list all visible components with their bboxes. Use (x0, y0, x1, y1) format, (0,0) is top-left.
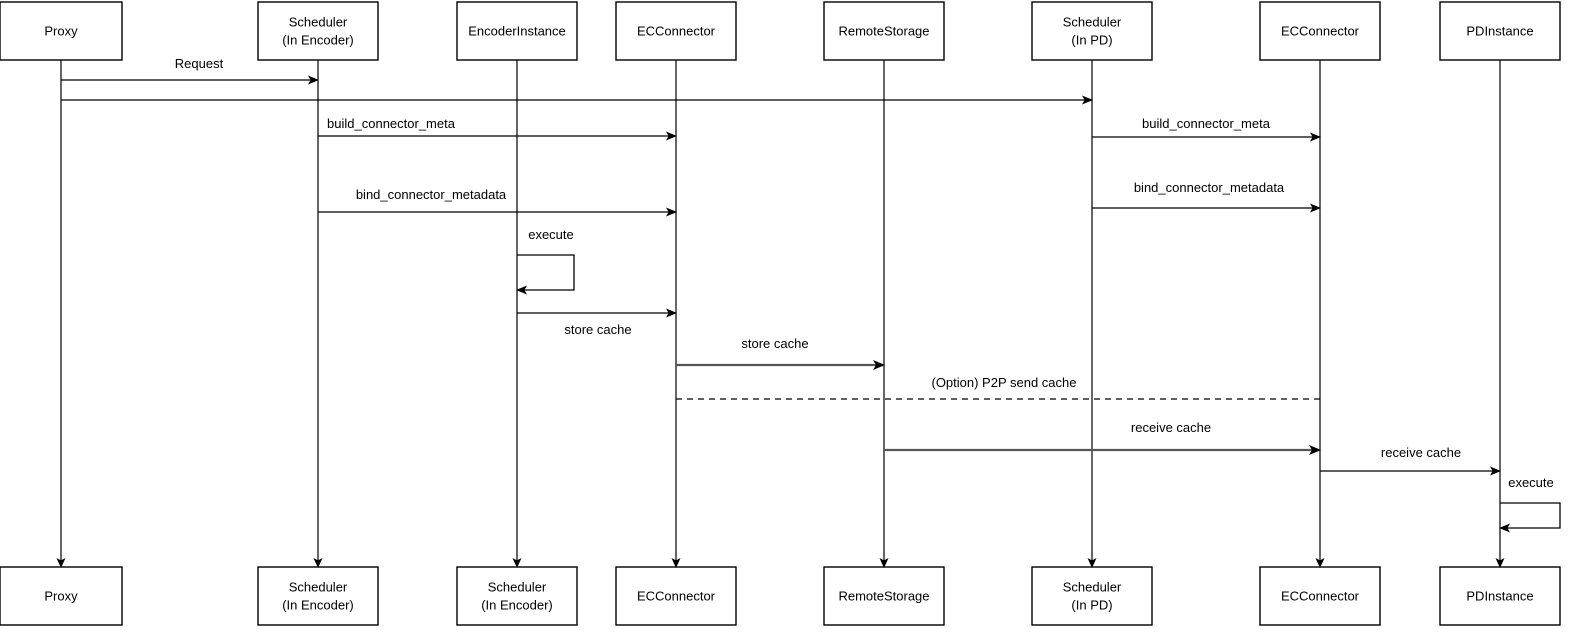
bottom-participant-box-remote[interactable] (823, 566, 945, 626)
top-participant-box-sched_pd[interactable] (1031, 1, 1153, 61)
bottom-participant-label-proxy: Proxy (44, 588, 78, 603)
bottom-participant-sublabel-sched_pd: (In PD) (1071, 597, 1112, 612)
bottom-participant-remote[interactable]: RemoteStorage (823, 566, 945, 626)
bottom-participant-encoder_inst[interactable]: Scheduler (In Encoder) (456, 566, 578, 626)
top-participant-box-ecc_enc[interactable] (615, 1, 737, 61)
bottom-participant-label-encoder_inst: Scheduler (488, 579, 547, 594)
message-label-m9: (Option) P2P send cache (931, 375, 1076, 390)
message-label-m10: receive cache (1131, 420, 1211, 435)
message-label-m8: store cache (741, 336, 808, 351)
bottom-participant-sublabel-sched_enc: (In Encoder) (282, 597, 354, 612)
top-participant-sublabel-sched_enc: (In Encoder) (282, 32, 354, 47)
bottom-participant-label-ecc_pd: ECConnector (1281, 588, 1360, 603)
bottom-participant-proxy[interactable]: Proxy (0, 566, 123, 626)
message-label-m4: build_connector_meta (1142, 116, 1271, 131)
top-participant-box-pd_inst[interactable] (1439, 1, 1561, 61)
self-message-s1 (516, 254, 575, 295)
bottom-participant-label-remote: RemoteStorage (838, 588, 929, 603)
top-participant-sched_enc[interactable]: Scheduler (In Encoder) (257, 1, 379, 61)
top-participant-proxy[interactable]: Proxy (0, 1, 123, 61)
top-participant-ecc_pd[interactable]: ECConnector (1259, 1, 1381, 61)
top-participant-pd_inst[interactable]: PDInstance (1439, 1, 1561, 61)
bottom-participant-ecc_pd[interactable]: ECConnector (1259, 566, 1381, 626)
top-participant-box-ecc_pd[interactable] (1259, 1, 1381, 61)
top-participant-label-remote: RemoteStorage (838, 23, 929, 38)
message-group: Request build_connector_meta build_connect… (61, 56, 1501, 476)
top-participant-sched_pd[interactable]: Scheduler (In PD) (1031, 1, 1153, 61)
top-participant-label-ecc_enc: ECConnector (637, 23, 716, 38)
message-label-m11: receive cache (1381, 445, 1461, 460)
top-participant-label-ecc_pd: ECConnector (1281, 23, 1360, 38)
bottom-participant-ecc_enc[interactable]: ECConnector (615, 566, 737, 626)
bottom-participant-label-pd_inst: PDInstance (1466, 588, 1533, 603)
bottom-participant-box-ecc_pd[interactable] (1259, 566, 1381, 626)
self-message-label-s1: execute (528, 227, 574, 242)
message-label-m3: build_connector_meta (327, 116, 456, 131)
top-participant-remote[interactable]: RemoteStorage (823, 1, 945, 61)
bottom-participant-label-ecc_enc: ECConnector (637, 588, 716, 603)
top-participant-label-pd_inst: PDInstance (1466, 23, 1533, 38)
message-label-m7: store cache (564, 322, 631, 337)
message-label-m1: Request (175, 56, 224, 71)
self-message-label-s2: execute (1508, 475, 1554, 490)
top-participant-box-sched_enc[interactable] (257, 1, 379, 61)
top-participant-label-sched_pd: Scheduler (1063, 14, 1122, 29)
bottom-participant-sched_enc[interactable]: Scheduler (In Encoder) (257, 566, 379, 626)
top-participant-ecc_enc[interactable]: ECConnector (615, 1, 737, 61)
bottom-participant-box-pd_inst[interactable] (1439, 566, 1561, 626)
top-participant-box-encoder_inst[interactable] (456, 1, 578, 61)
self-message-group: execute execute (516, 227, 1561, 533)
bottom-participant-box-sched_pd[interactable] (1031, 566, 1153, 626)
top-participant-boxes: Proxy Scheduler (In Encoder) EncoderInstanc… (0, 1, 1561, 61)
top-participant-sublabel-sched_pd: (In PD) (1071, 32, 1112, 47)
top-participant-label-encoder_inst: EncoderInstance (468, 23, 566, 38)
bottom-participant-sched_pd[interactable]: Scheduler (In PD) (1031, 566, 1153, 626)
bottom-participant-sublabel-encoder_inst: (In Encoder) (481, 597, 553, 612)
bottom-participant-label-sched_pd: Scheduler (1063, 579, 1122, 594)
message-label-m6: bind_connector_metadata (1134, 180, 1285, 195)
lifeline-group (56, 60, 1505, 568)
message-label-m5: bind_connector_metadata (356, 187, 507, 202)
top-participant-encoder_inst[interactable]: EncoderInstance (456, 1, 578, 61)
bottom-participant-pd_inst[interactable]: PDInstance (1439, 566, 1561, 626)
bottom-participant-label-sched_enc: Scheduler (289, 579, 348, 594)
top-participant-box-remote[interactable] (823, 1, 945, 61)
bottom-participant-boxes: Proxy Scheduler (In Encoder) Scheduler (In E… (0, 566, 1561, 626)
bottom-participant-box-sched_enc[interactable] (257, 566, 379, 626)
top-participant-label-proxy: Proxy (44, 23, 78, 38)
top-participant-box-proxy[interactable] (0, 1, 123, 61)
top-participant-label-sched_enc: Scheduler (289, 14, 348, 29)
self-message-s2 (1499, 502, 1561, 533)
bottom-participant-box-proxy[interactable] (0, 566, 123, 626)
bottom-participant-box-ecc_enc[interactable] (615, 566, 737, 626)
bottom-participant-box-encoder_inst[interactable] (456, 566, 578, 626)
